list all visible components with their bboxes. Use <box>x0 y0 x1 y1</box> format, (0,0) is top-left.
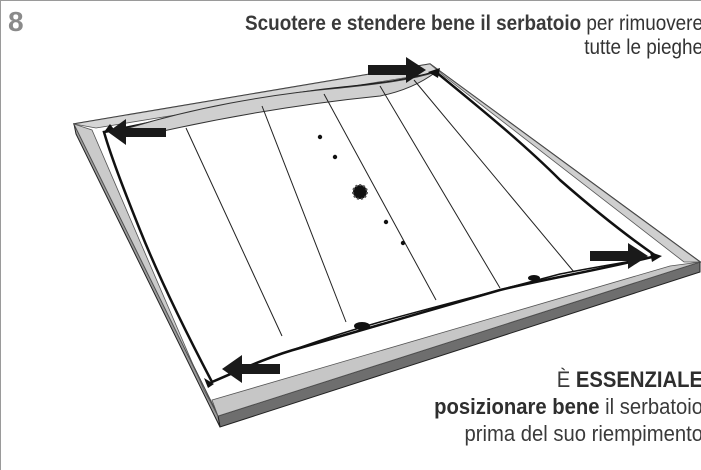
note-bold: posizionare bene <box>434 394 600 419</box>
headline: Scuotere e stendere bene il serbatoio pe… <box>70 12 701 60</box>
liner-seam-1 <box>185 127 283 337</box>
liner-hole-4 <box>400 240 406 246</box>
frame-rim-bottom <box>211 261 701 417</box>
liner-corner-tr <box>428 68 440 78</box>
liner-seam-5 <box>413 79 575 273</box>
liner-seam-3 <box>323 93 437 301</box>
liner-corner-br <box>650 252 662 262</box>
essential-note: È ESSENZIALE posizionare bene il serbato… <box>56 366 701 447</box>
liner-hole-3 <box>383 219 389 225</box>
frame-rim-right <box>429 63 701 263</box>
note-emphasis: ESSENZIALE <box>575 367 701 392</box>
liner-hole-center <box>352 184 368 200</box>
headline-rest: per rimuovere <box>581 12 701 35</box>
note-line-3: prima del suo riempimento <box>464 421 701 446</box>
panel-border-top <box>0 0 701 1</box>
headline-line-1: Scuotere e stendere bene il serbatoio pe… <box>70 12 701 36</box>
liner-bottom-edge <box>211 255 657 383</box>
liner-valve-front <box>354 322 370 330</box>
arrow-right-bottom-icon <box>590 243 648 269</box>
liner-hole-1 <box>317 134 323 140</box>
liner-seam-2 <box>261 105 347 323</box>
headline-bold: Scuotere e stendere bene il serbatoio <box>245 12 582 35</box>
liner-seam-4 <box>379 85 501 289</box>
note-line-2-rest: il serbatoio <box>599 394 701 419</box>
arrow-right-top-icon <box>368 57 426 83</box>
arrow-left-top-icon <box>108 119 166 145</box>
note-prefix: È <box>556 367 576 392</box>
liner-valve-right <box>528 275 540 281</box>
headline-line-2: tutte le pieghe <box>584 36 701 59</box>
liner-corner-bl <box>204 378 214 388</box>
step-number: 8 <box>8 6 24 37</box>
frame-rim-left <box>73 123 219 417</box>
liner-hole-2 <box>332 154 338 160</box>
note-line-1: È ESSENZIALE <box>56 366 701 393</box>
panel-border-left <box>0 0 1 470</box>
note-line-2: posizionare bene il serbatoio <box>56 393 701 420</box>
arrow-left-bottom-icon <box>222 355 280 383</box>
